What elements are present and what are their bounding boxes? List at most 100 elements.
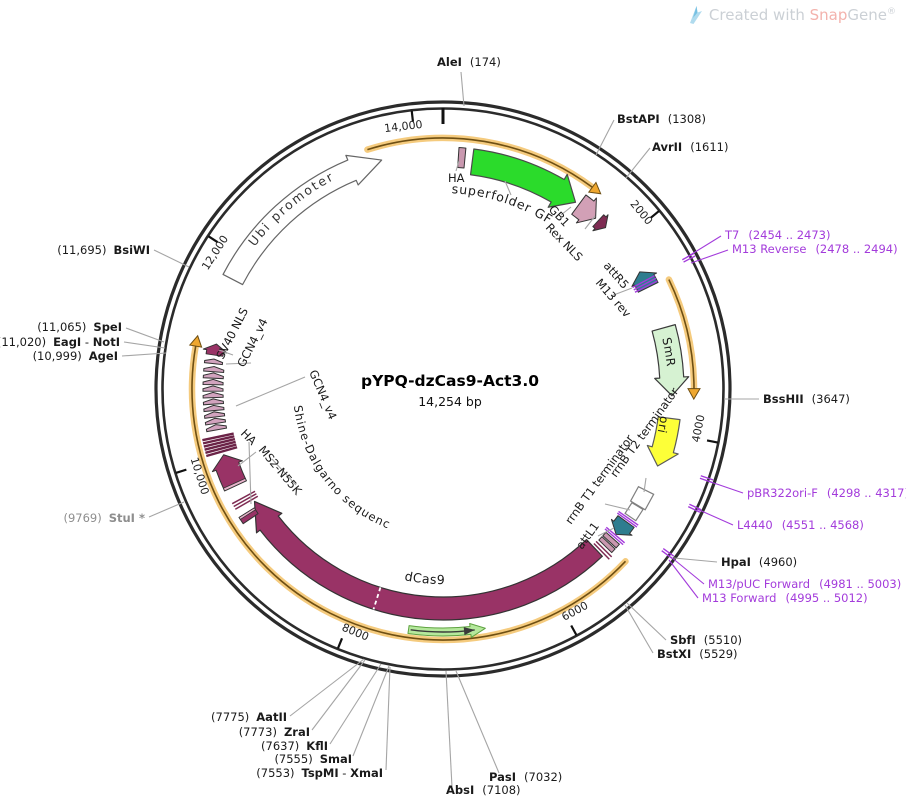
callout-line-sv40-label bbox=[218, 349, 234, 356]
primer-line-pbr bbox=[707, 480, 744, 494]
feature-stripe-block-3 bbox=[203, 437, 236, 448]
primer-label-pbr322ori-f[interactable]: pBR322ori-F(4298 .. 4317) bbox=[747, 486, 906, 500]
feature-gcn4-stack-2[interactable] bbox=[203, 411, 226, 419]
enzyme-label-bsshii[interactable]: BssHII(3647) bbox=[763, 392, 850, 406]
enzyme-label-hpai[interactable]: HpaI(4960) bbox=[721, 555, 797, 569]
enzyme-label-agei[interactable]: (10,999)AgeI bbox=[33, 349, 118, 363]
enzyme-label-aatii[interactable]: (7775)AatII bbox=[211, 710, 287, 724]
feature-dcas9[interactable] bbox=[253, 500, 603, 621]
feature-gcn4-single-0[interactable] bbox=[203, 358, 224, 366]
feature-gcn4-stack-5[interactable] bbox=[202, 391, 224, 399]
feature-gcn4-stack-0[interactable] bbox=[205, 424, 228, 433]
feature-label-ha-left[interactable]: HA bbox=[238, 426, 260, 448]
feature-label-shine-dalgarno[interactable]: Shine-Dalgarno sequence bbox=[0, 0, 393, 532]
tick-12000 bbox=[207, 235, 219, 244]
feature-t7-region-hash-1 bbox=[633, 277, 657, 291]
enzyme-label-absi[interactable]: AbsI(7108) bbox=[446, 783, 521, 797]
feature-label-ha-top[interactable]: HA bbox=[448, 171, 465, 185]
tick-label-14000: 14,000 bbox=[384, 118, 424, 135]
enzyme-label-eagi-noti[interactable]: (11,020)EagI - NotI bbox=[0, 335, 120, 349]
feature-sv40-nls[interactable] bbox=[202, 343, 228, 357]
feature-gcn4-stack-7[interactable] bbox=[202, 378, 224, 386]
feature-gcn4-stack-9[interactable] bbox=[203, 365, 225, 374]
primer-label-m13-forward[interactable]: M13 Forward(4995 .. 5012) bbox=[702, 591, 868, 605]
feature-ori[interactable] bbox=[646, 416, 681, 467]
callout-line-gfp-label bbox=[504, 180, 512, 196]
arc-right-core bbox=[668, 279, 695, 389]
feature-ha-tag-top[interactable] bbox=[457, 147, 467, 169]
callout-line-sbfi bbox=[626, 602, 667, 641]
callout-line-smai bbox=[352, 665, 390, 757]
feature-marker-b[interactable] bbox=[598, 536, 616, 554]
feature-ms2-tail-cap[interactable] bbox=[222, 477, 247, 492]
feature-gb1[interactable] bbox=[571, 194, 597, 224]
feature-label-ori[interactable]: ori bbox=[655, 415, 672, 434]
tick-label-12000: 12,000 bbox=[199, 233, 231, 272]
enzyme-label-kfli[interactable]: (7637)KflI bbox=[261, 739, 328, 753]
feature-gcn4-stack-1[interactable] bbox=[204, 417, 227, 426]
callout-line-rex-label bbox=[584, 215, 596, 230]
feature-label-smr[interactable]: SmR bbox=[659, 336, 678, 367]
callout-line-absi bbox=[445, 670, 453, 788]
feature-rrnb-t1-terminator[interactable] bbox=[624, 501, 644, 522]
feature-gcn4-stack-6[interactable] bbox=[202, 385, 224, 392]
enzyme-label-zrai[interactable]: (7773)ZraI bbox=[239, 725, 310, 739]
ring-mark-t7-site-1 bbox=[683, 255, 696, 263]
callout-line-alei bbox=[460, 71, 465, 107]
callout-line-bstapi bbox=[595, 119, 615, 156]
feature-superfolder-gfp[interactable] bbox=[469, 148, 577, 208]
feature-stripe-block-2 bbox=[204, 440, 236, 451]
feature-label-ubi-promoter[interactable]: Ubi promoter bbox=[245, 168, 337, 249]
feature-rrnb-t2-terminator[interactable] bbox=[629, 485, 655, 511]
primer-label-l4440[interactable]: L4440(4551 .. 4568) bbox=[737, 518, 864, 532]
primer-label-m13-reverse[interactable]: M13 Reverse(2478 .. 2494) bbox=[732, 242, 898, 256]
ring-mark-m13-fwd-site-1 bbox=[661, 550, 673, 560]
callout-line-stui bbox=[148, 501, 185, 518]
tick-label-4000: 4000 bbox=[689, 414, 707, 444]
enzyme-label-alei[interactable]: AleI(174) bbox=[437, 55, 501, 69]
callout-line-t2-label bbox=[643, 477, 647, 493]
callout-line-pasi bbox=[455, 670, 500, 774]
primer-label-m13-puc-forward[interactable]: M13/pUC Forward(4981 .. 5003) bbox=[708, 577, 901, 591]
callout-line-agei bbox=[121, 352, 167, 357]
tick-10000 bbox=[175, 468, 187, 474]
watermark-text: Created with SnapGene® bbox=[708, 6, 896, 24]
feature-label-ms2-n55k[interactable]: MS2-N55K bbox=[256, 443, 305, 498]
enzyme-label-bsiwi[interactable]: (11,695)BsiWI bbox=[57, 243, 150, 257]
enzyme-label-pasi[interactable]: PasI(7032) bbox=[489, 770, 562, 784]
feature-gcn4-stack-3[interactable] bbox=[203, 404, 225, 413]
feature-t7-region-hash-2 bbox=[634, 280, 658, 293]
feature-ubi-promoter[interactable] bbox=[222, 154, 383, 286]
callout-line-gb1-label bbox=[560, 206, 572, 216]
callout-line-m13rev-label bbox=[610, 287, 633, 297]
primer-label-t7[interactable]: T7(2454 .. 2473) bbox=[724, 228, 830, 242]
feature-hash-post-dcas9-1 bbox=[233, 493, 257, 508]
callout-line-ha-left-label bbox=[248, 441, 252, 505]
arc-top-head bbox=[587, 181, 602, 195]
enzyme-label-bstxi[interactable]: BstXI(5529) bbox=[657, 647, 738, 661]
feature-t7-region-hash-0 bbox=[632, 275, 655, 289]
feature-label-gcn4-stack[interactable]: GCN4_v4 bbox=[306, 368, 339, 422]
feature-attl1-hash-a-1 bbox=[616, 512, 638, 528]
callout-line-avrii bbox=[625, 147, 651, 179]
feature-label-dcas9[interactable]: dCas9 bbox=[404, 568, 446, 587]
enzyme-label-tspmi-xmai[interactable]: (7553)TspMI - XmaI bbox=[256, 766, 383, 780]
feature-smr[interactable] bbox=[651, 324, 690, 397]
enzyme-label-stui[interactable]: (9769)StuI * bbox=[63, 511, 145, 525]
enzyme-label-smai[interactable]: (7555)SmaI bbox=[274, 752, 352, 766]
feature-ha-cap[interactable] bbox=[238, 507, 256, 520]
enzyme-label-spei[interactable]: (11,065)SpeI bbox=[37, 320, 122, 334]
feature-rex-nls[interactable] bbox=[592, 214, 609, 232]
feature-label-superfolder-gfp[interactable]: superfolder GFP bbox=[0, 0, 556, 227]
feature-attl1[interactable] bbox=[610, 515, 635, 536]
enzyme-label-sbfi[interactable]: SbfI(5510) bbox=[670, 633, 742, 647]
callout-line-aatii bbox=[289, 658, 365, 717]
enzyme-label-avrii[interactable]: AvrII(1611) bbox=[652, 140, 728, 154]
primer-line-m13f bbox=[668, 559, 699, 599]
enzyme-label-bstapi[interactable]: BstAPI(1308) bbox=[617, 112, 706, 126]
callout-line-ms2-label bbox=[237, 451, 257, 467]
feature-dcas9-splice bbox=[372, 587, 382, 610]
ring-mark-m13-fwd-site-0 bbox=[662, 548, 675, 557]
feature-gcn4-stack-8[interactable] bbox=[202, 372, 224, 380]
feature-gcn4-stack-4[interactable] bbox=[202, 398, 225, 406]
